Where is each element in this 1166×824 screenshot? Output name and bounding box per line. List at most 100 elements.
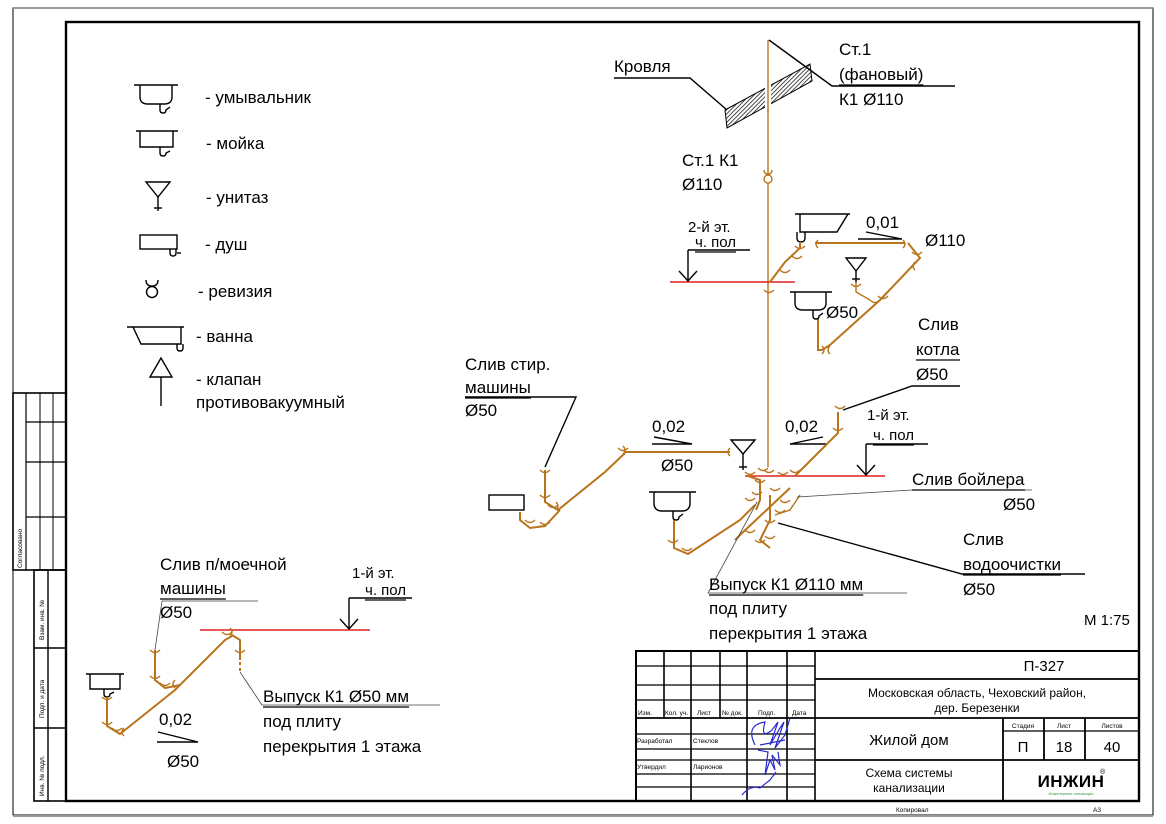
boiler-drain: Слив котла Ø50: [842, 315, 960, 411]
floor1-level-label: 1-й эт.: [867, 407, 910, 424]
floor2-slope: 0,01: [866, 213, 899, 232]
sign-date-label: Подп. и дата: [39, 679, 46, 718]
dishwasher-level-label: ч. пол: [365, 582, 406, 599]
washing-machine-label: Ø50: [465, 401, 497, 420]
boiler-heater-label: Слив бойлера: [912, 470, 1025, 489]
legend-label: противовакуумный: [196, 393, 345, 412]
approved-label: Утвердил: [637, 764, 666, 771]
riser-top-leader: [768, 39, 955, 87]
roof-leader: [614, 77, 728, 111]
outlet-label: перекрытия 1 этажа: [709, 624, 868, 643]
stage-header: Стадия: [1012, 723, 1035, 730]
washbasin-icon: [790, 291, 832, 320]
floor2-diameter-50: Ø50: [826, 303, 858, 322]
boiler-drain-label: Ø50: [916, 365, 948, 384]
dishwasher-outlet-label: Выпуск К1 Ø50 мм: [263, 687, 409, 706]
riser-top-label: (фановый): [839, 65, 923, 84]
floor1-slope-right: 0,02: [785, 417, 818, 436]
dishwasher-slope: 0,02: [159, 710, 192, 729]
toilet-icon: [144, 181, 172, 211]
scale-label: М 1:75: [1084, 612, 1130, 629]
agreed-label: Согласовано: [17, 529, 24, 568]
logo-registered: ®: [1100, 768, 1106, 776]
outlet-label: Выпуск К1 Ø110 мм: [709, 575, 863, 594]
floor2-diameter-110: Ø110: [925, 231, 965, 250]
roof-section: [724, 63, 813, 129]
object-name: Жилой дом: [869, 732, 948, 749]
sink-icon: [86, 673, 124, 698]
address-line: дер. Березенки: [934, 701, 1019, 715]
washing-machine-drain: Слив стир. машины Ø50: [465, 355, 731, 530]
legend-label: - ревизия: [198, 282, 272, 301]
water-treatment-label: водоочистки: [963, 555, 1061, 574]
dishwasher-outlet-label: под плиту: [263, 712, 342, 731]
address-line: Московская область, Чеховский район,: [868, 686, 1086, 700]
legend-label: - душ: [205, 235, 247, 254]
dishwasher-branch: Слив п/моечной машины Ø50 1-й эт. ч. пол…: [86, 555, 440, 771]
shower-icon: [139, 234, 181, 257]
washing-machine-label: Слив стир.: [465, 355, 550, 374]
riser-top-label: Ст.1: [839, 40, 871, 59]
dishwasher-label: Ø50: [160, 603, 192, 622]
legend: - умывальник - мойка - унитаз - душ - ре…: [127, 84, 345, 412]
format-label: А3: [1093, 807, 1101, 814]
sheet-value: 18: [1056, 739, 1073, 756]
column-header: № док.: [722, 710, 743, 717]
dishwasher-label: Слив п/моечной: [160, 555, 287, 574]
column-header: Кол. уч.: [665, 710, 688, 717]
toilet-icon: [844, 257, 868, 282]
revision-icon: [763, 169, 773, 184]
column-header: Дата: [792, 710, 807, 717]
approved-name: Ларионов: [693, 764, 723, 771]
washbasin-icon: [649, 491, 696, 521]
project-code: П-327: [1024, 658, 1065, 675]
dishwasher-label: машины: [160, 579, 226, 598]
shower-icon: [488, 494, 525, 511]
sheet-header: Лист: [1057, 723, 1071, 730]
legend-label: - ванна: [196, 327, 253, 346]
boiler-drain-label: котла: [916, 340, 960, 359]
riser: Кровля Ст.1 (фановый) К1 Ø110 Ст.1 К1 Ø1…: [614, 39, 955, 467]
water-treatment-label: Ø50: [963, 580, 995, 599]
developed-name: Стеклов: [693, 738, 719, 745]
sheets-header: Листов: [1101, 723, 1123, 730]
signature-developer: [751, 717, 791, 749]
column-header: Изм.: [638, 710, 652, 717]
dishwasher-diameter: Ø50: [167, 752, 199, 771]
washing-machine-label: машины: [465, 378, 531, 397]
riser-top-label: К1 Ø110: [839, 90, 903, 109]
developed-label: Разработал: [637, 737, 673, 745]
company-logo: ИНЖИН ® Инженерные инновации: [1038, 768, 1106, 796]
column-header: Лист: [697, 710, 711, 717]
bathtub-icon: [127, 326, 184, 352]
sheets-value: 40: [1104, 739, 1121, 756]
drawing-title: Схема системы: [865, 766, 952, 780]
floor2-branch: 2-й эт. ч. пол 0,01 Ø110: [670, 213, 965, 355]
pipe-fittings: [667, 405, 846, 552]
floor1-level-label: ч. пол: [873, 427, 914, 444]
boiler-drain-label: Слив: [918, 315, 959, 334]
side-stamp: Согласовано Взам. инв. № Подп. и дата Ин…: [12, 392, 67, 802]
floor2-level-label: 2-й эт.: [688, 219, 731, 236]
floor2-level-label: ч. пол: [695, 234, 736, 251]
inv-original-label: Инв. № подл.: [39, 755, 46, 796]
floor1-main: 1-й эт. ч. пол Слив стир. машины Ø50 0,0…: [465, 355, 1085, 643]
drawing-title: канализации: [873, 781, 945, 795]
title-block: Изм. Кол. уч. Лист № док. Подп. Дата Раз…: [635, 650, 1140, 814]
bathtub-icon: [795, 213, 850, 243]
anti-vacuum-valve-icon: [148, 356, 174, 406]
sink-icon: [136, 130, 178, 157]
logo-text: ИНЖИН: [1038, 772, 1105, 791]
outlet-label: под плиту: [709, 599, 788, 618]
legend-label: - унитаз: [206, 188, 269, 207]
boiler-heater-label: Ø50: [1003, 495, 1035, 514]
dishwasher-level-label: 1-й эт.: [352, 565, 395, 582]
stage-value: П: [1018, 739, 1029, 756]
legend-label: - мойка: [206, 134, 265, 153]
replaced-inv-label: Взам. инв. №: [39, 600, 46, 640]
roof-label: Кровля: [614, 57, 671, 76]
water-treatment-label: Слив: [963, 530, 1004, 549]
floor1-diameter-left: Ø50: [661, 456, 693, 475]
signature-approver: [741, 749, 781, 796]
